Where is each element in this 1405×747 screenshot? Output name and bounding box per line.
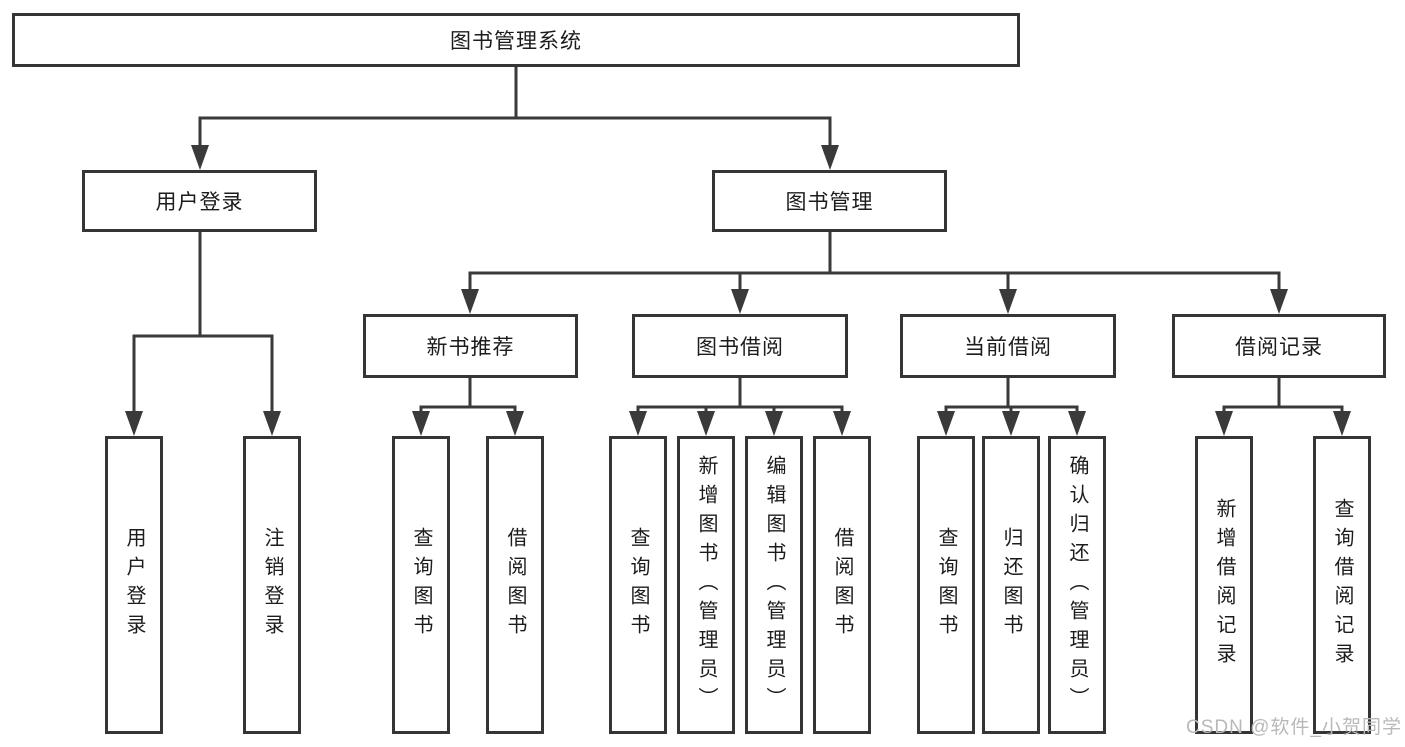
node-label: 注销登录 xyxy=(261,527,283,643)
node-label: 查询图书 xyxy=(410,527,432,643)
node-label: 新书推荐 xyxy=(426,336,515,359)
leaf-query-books-recommend: 查询图书 xyxy=(392,436,450,734)
node-label: 图书管理 xyxy=(785,191,874,214)
node-label: 归还图书 xyxy=(1000,527,1022,643)
node-label: 用户登录 xyxy=(123,527,145,643)
leaf-logout: 注销登录 xyxy=(243,436,301,734)
leaf-add-book-admin: 新增图书（管理员） xyxy=(677,436,735,734)
node-label: 查询借阅记录 xyxy=(1331,498,1353,672)
leaf-borrow-books-recommend: 借阅图书 xyxy=(486,436,544,734)
leaf-edit-book-admin: 编辑图书（管理员） xyxy=(745,436,803,734)
node-book-management: 图书管理 xyxy=(712,170,947,232)
leaf-user-login: 用户登录 xyxy=(105,436,163,734)
node-new-book-recommend: 新书推荐 xyxy=(363,314,578,378)
node-label: 图书借阅 xyxy=(696,336,784,359)
node-label: 新增图书（管理员） xyxy=(695,454,717,716)
node-user-login: 用户登录 xyxy=(82,170,317,232)
csdn-watermark: CSDN @软件_小贺同学 xyxy=(1186,717,1402,738)
node-current-borrow: 当前借阅 xyxy=(900,314,1116,378)
node-borrow-records: 借阅记录 xyxy=(1172,314,1386,378)
node-library-management-system: 图书管理系统 xyxy=(12,13,1020,67)
leaf-query-books-borrow: 查询图书 xyxy=(609,436,667,734)
leaf-add-borrow-record: 新增借阅记录 xyxy=(1195,436,1253,734)
node-label: 图书管理系统 xyxy=(450,30,582,53)
node-label: 当前借阅 xyxy=(964,336,1052,359)
node-label: 借阅图书 xyxy=(831,527,853,643)
node-label: 查询图书 xyxy=(627,527,649,643)
leaf-borrow-books: 借阅图书 xyxy=(813,436,871,734)
node-label: 借阅图书 xyxy=(504,527,526,643)
leaf-query-books-current: 查询图书 xyxy=(917,436,975,734)
node-label: 查询图书 xyxy=(935,527,957,643)
node-label: 用户登录 xyxy=(155,191,244,214)
node-label: 借阅记录 xyxy=(1235,336,1323,359)
node-label: 新增借阅记录 xyxy=(1213,498,1235,672)
node-book-borrow: 图书借阅 xyxy=(632,314,848,378)
leaf-query-borrow-record: 查询借阅记录 xyxy=(1313,436,1371,734)
node-label: 编辑图书（管理员） xyxy=(763,454,785,716)
leaf-return-book: 归还图书 xyxy=(982,436,1040,734)
leaf-confirm-return-admin: 确认归还（管理员） xyxy=(1048,436,1106,734)
node-label: 确认归还（管理员） xyxy=(1066,454,1088,716)
